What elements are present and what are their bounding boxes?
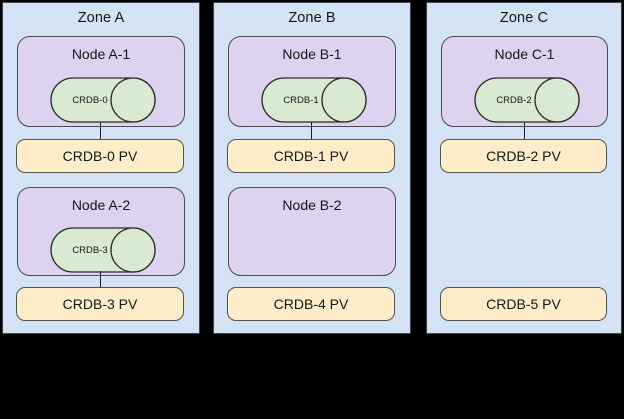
node-a-2-pv-connector: [100, 271, 101, 289]
zone-b-title: Zone B: [288, 10, 336, 26]
crdb-2-cylinder: CRDB-2: [474, 77, 580, 123]
node-b-2-title: Node B-2: [282, 197, 342, 213]
zone-b: Zone B Node B-1 CRDB-1 CRDB-1 PV Node B-…: [213, 2, 411, 334]
crdb-5-pv-label: CRDB-5 PV: [486, 296, 561, 312]
crdb-3-pv-label: CRDB-3 PV: [62, 296, 138, 312]
node-b-2: Node B-2: [228, 187, 396, 276]
node-a-2: Node A-2 CRDB-3: [17, 187, 185, 276]
node-b-1-pv-connector: [311, 122, 312, 142]
node-a-2-title: Node A-2: [71, 197, 131, 213]
crdb-2-pv-label: CRDB-2 PV: [486, 148, 561, 164]
node-b-1-title: Node B-1: [282, 46, 342, 62]
node-c-1-pv-connector: [524, 122, 525, 142]
crdb-3-cylinder: CRDB-3: [50, 227, 156, 273]
node-c-1-title: Node C-1: [494, 46, 555, 62]
crdb-4-pv: CRDB-4 PV: [227, 287, 395, 321]
zone-c: Zone C Node C-1 CRDB-2 CRDB-2 PV CRDB-5 …: [426, 2, 622, 334]
crdb-1-pv-label: CRDB-1 PV: [273, 148, 349, 164]
crdb-4-pv-label: CRDB-4 PV: [273, 296, 349, 312]
crdb-3-pv: CRDB-3 PV: [16, 287, 184, 321]
crdb-1-cylinder: CRDB-1: [261, 77, 367, 123]
crdb-0-pv: CRDB-0 PV: [16, 139, 184, 173]
zone-c-title: Zone C: [499, 10, 549, 26]
crdb-5-pv: CRDB-5 PV: [440, 287, 607, 321]
node-a-1-pv-connector: [100, 122, 101, 142]
crdb-1-pv: CRDB-1 PV: [227, 139, 395, 173]
crdb-0-cylinder: CRDB-0: [50, 77, 156, 123]
crdb-2-pv: CRDB-2 PV: [440, 139, 607, 173]
node-b-1: Node B-1 CRDB-1: [228, 36, 396, 127]
crdb-0-pv-label: CRDB-0 PV: [62, 148, 138, 164]
node-c-1: Node C-1 CRDB-2: [441, 36, 608, 127]
zone-a: Zone A Node A-1 CRDB-0 CRDB-0 PV Node A-…: [2, 2, 200, 334]
node-a-1-title: Node A-1: [71, 46, 131, 62]
zone-a-title: Zone A: [77, 10, 125, 26]
node-a-1: Node A-1 CRDB-0: [17, 36, 185, 127]
